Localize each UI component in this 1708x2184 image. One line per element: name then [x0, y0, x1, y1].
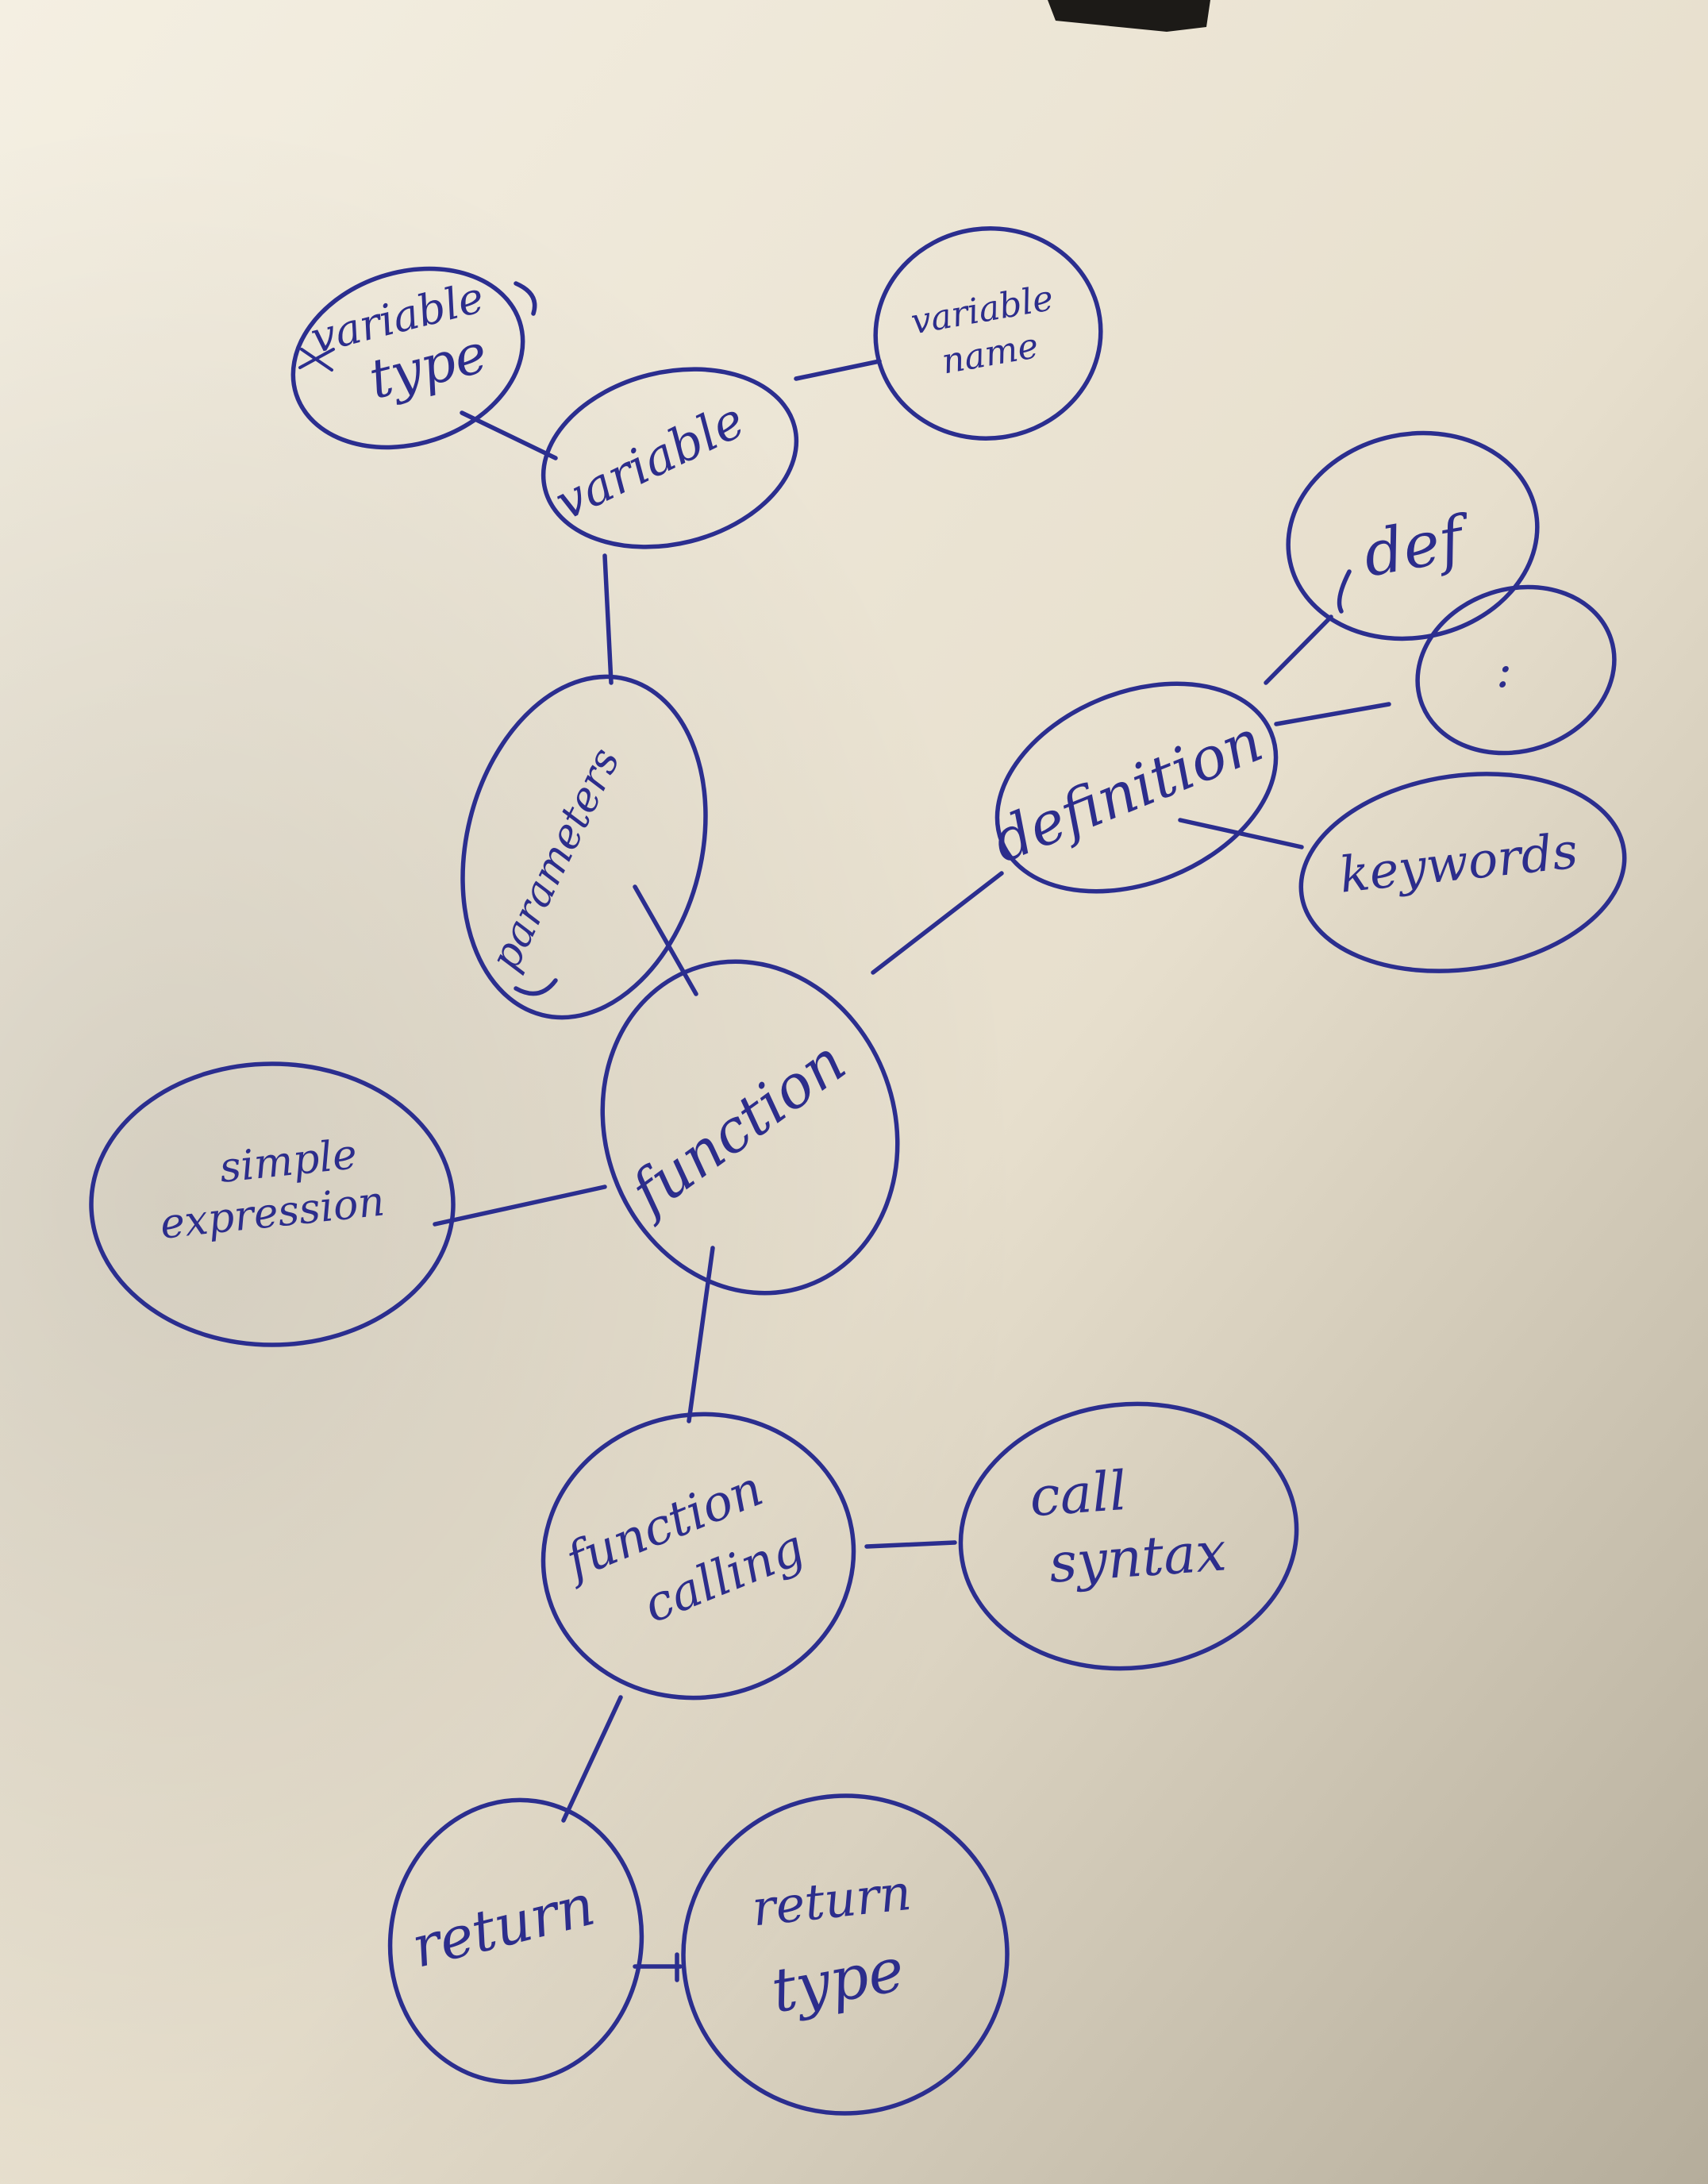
top-tape	[1048, 0, 1210, 32]
bubble-return-type	[681, 1793, 1010, 2116]
bubble-variable-type	[290, 266, 525, 450]
node-call-syntax-line1: call	[1028, 1460, 1129, 1529]
bubble-function	[600, 959, 900, 1296]
bubble-parameters-tail	[514, 978, 558, 996]
bubble-variable	[540, 367, 799, 549]
edge-definition-to-def	[1264, 614, 1333, 685]
edge-definition-to-colon	[1274, 702, 1391, 726]
edge-parameters-to-function	[633, 884, 698, 996]
bubble-variable-name	[873, 226, 1103, 441]
node-bubbles	[89, 226, 1627, 2116]
edge-variable-to-variable-name	[794, 359, 882, 381]
edge-function-to-simple-expression	[433, 1184, 607, 1227]
bubble-def-tail	[1337, 569, 1352, 614]
bubble-definition	[994, 681, 1279, 894]
bubble-call-syntax	[958, 1401, 1299, 1671]
connector-lines	[433, 359, 1391, 1982]
node-colon: :	[1496, 643, 1512, 699]
edge-function-calling-to-call-syntax	[864, 1540, 957, 1549]
bubble-variable-type-overlap	[514, 281, 537, 316]
bubble-keywords	[1298, 772, 1627, 973]
bubble-colon	[1415, 584, 1617, 756]
edge-variable-to-parameters	[602, 553, 614, 685]
bubble-function-calling	[540, 1412, 856, 1701]
bubble-parameters	[460, 674, 708, 1020]
scribble-mark	[298, 348, 335, 372]
edge-function-calling-to-return	[561, 1695, 623, 1823]
bubble-simple-expression	[89, 1061, 456, 1347]
bubble-return	[387, 1797, 644, 2085]
node-call-syntax-line2: syntax	[1047, 1520, 1228, 1595]
edge-function-to-function-calling	[687, 1246, 715, 1423]
edge-function-to-definition	[871, 871, 1004, 975]
